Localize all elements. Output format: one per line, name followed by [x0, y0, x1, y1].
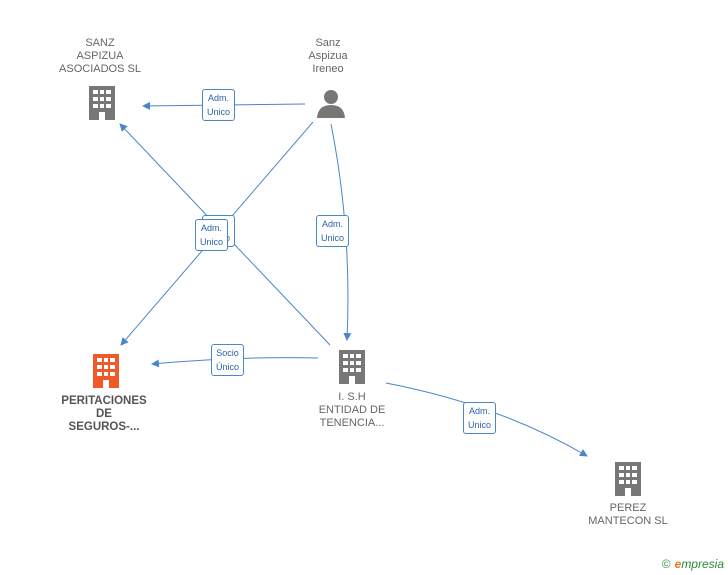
building-icon[interactable]: [86, 86, 118, 120]
edge-label[interactable]: Adm. Unico: [195, 219, 229, 251]
copyright-icon: ©: [661, 557, 671, 571]
edge-label[interactable]: Socio Único: [211, 344, 245, 376]
node-label-ish[interactable]: I. S.H ENTIDAD DE TENENCIA...: [318, 391, 386, 429]
edge-label[interactable]: Adm. Unico: [316, 215, 350, 247]
building-icon[interactable]: [336, 350, 368, 384]
edge-label[interactable]: Adm. Unico: [463, 402, 497, 434]
brand-logo: ©empresia: [661, 557, 724, 571]
node-label-sanz-aspizua-ireneo[interactable]: Sanz Aspizua Ireneo: [308, 37, 348, 75]
node-label-peritaciones[interactable]: PERITACIONES DE SEGUROS-...: [61, 395, 147, 433]
building-icon[interactable]: [612, 462, 644, 496]
node-label-perez-mantecon[interactable]: PEREZ MANTECON SL: [588, 502, 668, 527]
node-label-sanz-aspizua-asociados[interactable]: SANZ ASPIZUA ASOCIADOS SL: [59, 37, 141, 75]
person-icon[interactable]: [316, 88, 346, 118]
edge-label[interactable]: Adm. Unico: [202, 89, 236, 121]
building-icon-focus[interactable]: [90, 354, 122, 388]
